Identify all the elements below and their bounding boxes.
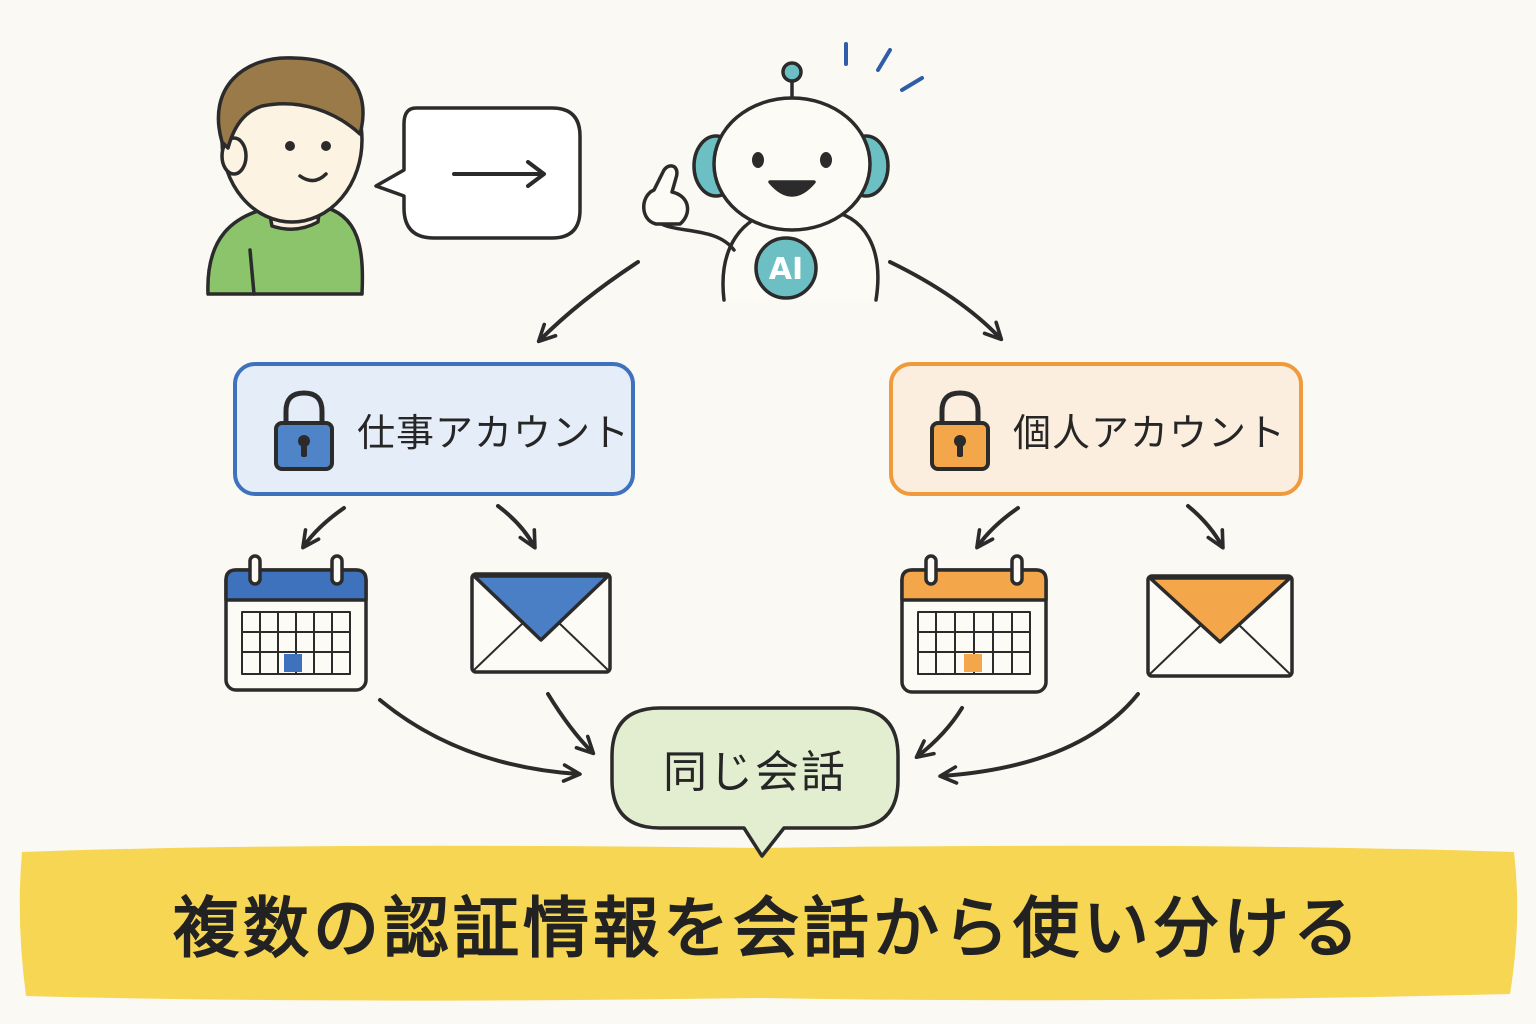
robot-head [712,96,872,232]
arrow-personal-to-mail [1186,504,1225,550]
arrow-personal-calendar-to-conversation [914,706,964,760]
ai-badge-label: AI [769,252,803,287]
arrow-personal-to-calendar [975,506,1020,550]
signal-lines [844,42,924,92]
ai-robot [642,42,924,302]
lock-icon [930,390,990,471]
arrow-work-mail-to-conversation [546,692,596,756]
robot-hand [642,164,690,226]
arrow-personal-mail-to-conversation [938,692,1140,785]
personal-account-box: 個人アカウント [889,362,1303,496]
work-calendar-icon [224,554,368,692]
conversation-bubble [610,706,900,858]
arrow-work-to-calendar [301,506,346,550]
arrow-work-to-mail [496,504,537,550]
banner-background [19,845,1518,1001]
ai-badge [754,236,818,300]
work-account-label: 仕事アカウント [357,410,631,455]
work-mail-icon [470,572,612,674]
arrow-robot-to-personal [888,260,1004,342]
arrow-right-icon [452,160,546,188]
arrow-robot-to-work [536,260,640,344]
person-figure [206,56,365,296]
personal-mail-icon [1146,574,1294,678]
person-hair [216,56,365,150]
work-account-box: 仕事アカウント [233,362,635,496]
personal-account-label: 個人アカウント [1013,410,1287,455]
personal-calendar-icon [900,554,1048,694]
lock-icon [274,390,334,471]
speech-bubble [374,106,582,240]
banner-title: 複数の認証情報を会話から使い分ける [173,890,1363,967]
conversation-label: 同じ会話 [663,747,847,798]
arrow-work-calendar-to-conversation [378,698,582,783]
